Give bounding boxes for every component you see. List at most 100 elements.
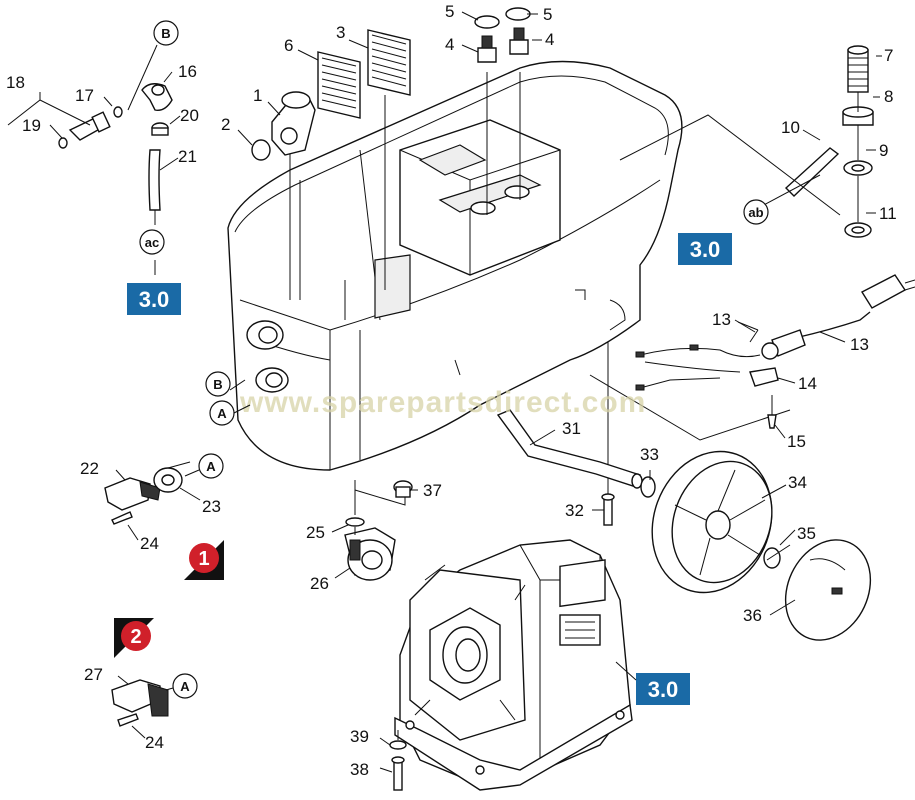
label-part-27: 27 [84, 665, 103, 684]
svg-text:A: A [206, 459, 216, 474]
label-part-5a: 5 [445, 2, 454, 21]
connector-ac: ac [139, 229, 165, 255]
part-37-plug [393, 480, 413, 498]
label-part-13b: 13 [850, 335, 869, 354]
part-24-screw-top [111, 511, 133, 525]
reference-box-motor[interactable]: 3.0 [636, 673, 690, 705]
label-part-16: 16 [178, 62, 197, 81]
label-part-24b: 24 [145, 733, 164, 752]
part-6-filter [317, 51, 361, 119]
svg-text:ab: ab [748, 205, 763, 220]
connector-a-body: A [209, 400, 235, 426]
part-11-nut [844, 222, 872, 238]
label-part-2: 2 [221, 115, 230, 134]
connector-b-body: B [205, 371, 231, 397]
part-2-o-ring [251, 139, 271, 161]
label-part-35: 35 [797, 524, 816, 543]
label-part-8: 8 [884, 87, 893, 106]
part-13-power-cable [761, 274, 915, 360]
part-4-valve-right [509, 27, 529, 55]
label-part-34: 34 [788, 473, 807, 492]
label-part-20: 20 [180, 106, 199, 125]
svg-text:3.0: 3.0 [690, 237, 721, 262]
label-part-17: 17 [75, 86, 94, 105]
svg-text:B: B [161, 26, 170, 41]
svg-text:ac: ac [145, 235, 159, 250]
reference-box-right[interactable]: 3.0 [678, 233, 732, 265]
label-part-37: 37 [423, 481, 442, 500]
svg-text:1: 1 [198, 548, 209, 570]
part-24-screw-bottom [117, 713, 139, 727]
label-part-21: 21 [178, 147, 197, 166]
label-part-6: 6 [284, 36, 293, 55]
part-5-cap-left [474, 15, 500, 29]
connector-b-top: B [153, 20, 179, 46]
part-25-washer [345, 517, 365, 527]
label-part-3: 3 [336, 23, 345, 42]
part-16-elbow [141, 83, 173, 111]
label-part-13a: 13 [712, 310, 731, 329]
part-number-labels: 1 2 3 4 4 5 5 6 7 8 9 10 11 13 13 14 15 … [6, 2, 897, 779]
part-20-nut [151, 122, 169, 136]
part-9-washer [843, 160, 873, 176]
svg-text:A: A [217, 406, 227, 421]
part-15-screw [767, 414, 777, 429]
svg-text:A: A [180, 679, 190, 694]
label-part-38: 38 [350, 760, 369, 779]
part-27-stopper [111, 679, 169, 717]
label-part-15: 15 [787, 432, 806, 451]
label-part-7: 7 [884, 46, 893, 65]
label-part-18: 18 [6, 73, 25, 92]
label-part-14: 14 [798, 374, 817, 393]
label-part-23: 23 [202, 497, 221, 516]
wire-harness [635, 344, 761, 391]
label-part-39: 39 [350, 727, 369, 746]
part-19-o-ring [58, 137, 68, 149]
part-4-valve-left [477, 35, 497, 63]
label-part-19: 19 [22, 116, 41, 135]
label-part-4b: 4 [545, 30, 554, 49]
leader-lines [49, 11, 882, 773]
part-14-strain-relief [749, 367, 779, 387]
watermark: www.sparepartsdirect.com [239, 386, 646, 419]
label-part-36: 36 [743, 606, 762, 625]
label-part-32: 32 [565, 501, 584, 520]
part-35-clip [763, 547, 781, 569]
label-part-24a: 24 [140, 534, 159, 553]
part-3-filter [367, 29, 411, 96]
label-part-9: 9 [879, 141, 888, 160]
label-part-1: 1 [253, 86, 262, 105]
part-33-washer [640, 476, 656, 498]
part-36-hubcap [784, 539, 872, 641]
side-inlet-upper [246, 320, 284, 350]
label-part-22: 22 [80, 459, 99, 478]
connector-a-27: A [172, 673, 198, 699]
svg-text:2: 2 [130, 626, 141, 648]
motor-assembly [394, 539, 633, 791]
label-part-33: 33 [640, 445, 659, 464]
part-17-o-ring [113, 106, 123, 118]
part-38-screw [391, 756, 405, 791]
label-part-5b: 5 [543, 5, 552, 24]
label-part-25: 25 [306, 523, 325, 542]
reference-box-left[interactable]: 3.0 [127, 283, 181, 315]
svg-text:B: B [213, 377, 222, 392]
label-part-10: 10 [781, 118, 800, 137]
part-32-screw [601, 493, 615, 526]
part-26-caster [344, 527, 396, 581]
svg-text:3.0: 3.0 [139, 287, 170, 312]
connector-ab: ab [743, 199, 769, 225]
part-7-filter-insert [847, 45, 869, 93]
label-part-4a: 4 [445, 35, 454, 54]
part-22-stopper [104, 477, 161, 511]
variant-badge-2: 2 [114, 618, 154, 658]
part-34-wheel [651, 450, 773, 594]
part-23-gasket [153, 467, 183, 493]
part-19-coupling [68, 111, 111, 141]
variant-badge-1: 1 [182, 540, 224, 580]
label-part-11: 11 [879, 204, 897, 223]
part-39-washer [389, 740, 407, 750]
part-5-cap-right [505, 7, 531, 21]
svg-text:3.0: 3.0 [648, 677, 679, 702]
